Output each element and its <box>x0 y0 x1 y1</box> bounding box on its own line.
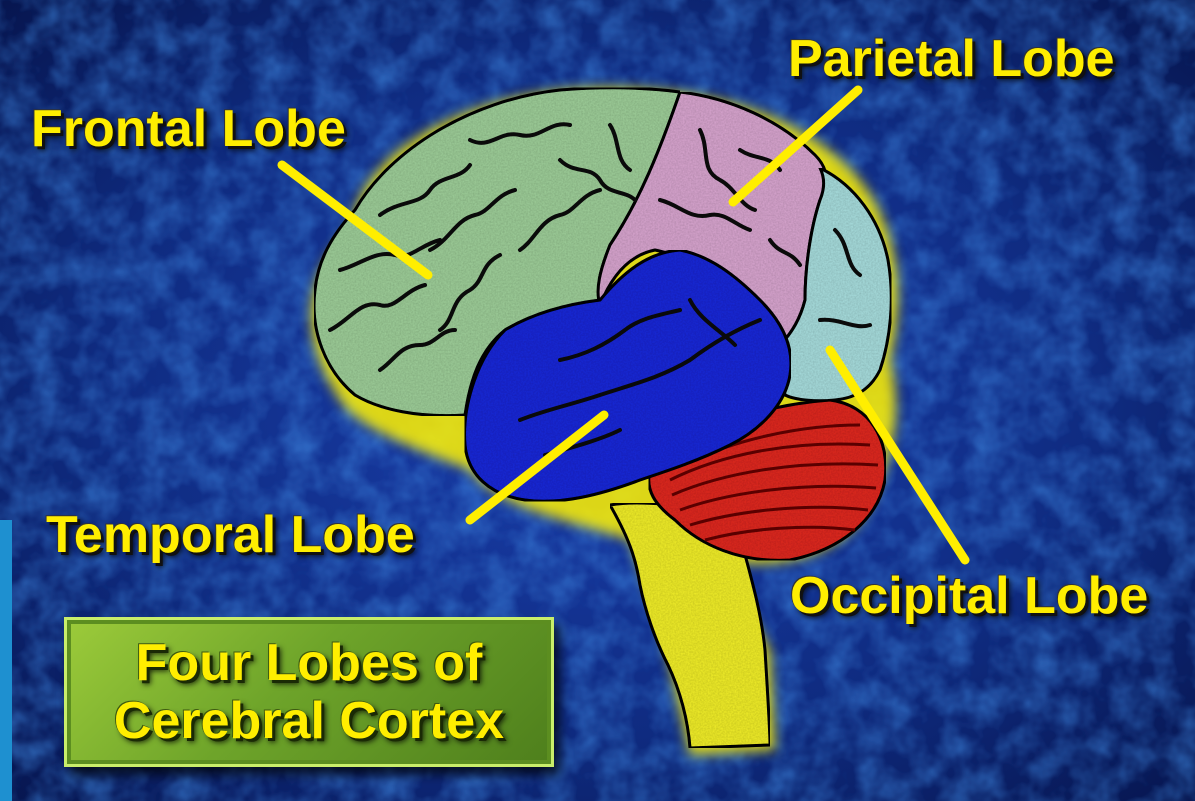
title-line-2: Cerebral Cortex <box>114 692 504 750</box>
left-edge-strip <box>0 520 12 801</box>
frontal-lobe-label: Frontal Lobe <box>31 103 346 155</box>
parietal-lobe-label: Parietal Lobe <box>788 33 1115 85</box>
temporal-lobe-label: Temporal Lobe <box>46 509 415 561</box>
occipital-lobe-label: Occipital Lobe <box>790 570 1148 622</box>
title-box: Four Lobes of Cerebral Cortex <box>64 617 554 767</box>
title-line-1: Four Lobes of <box>136 634 483 692</box>
